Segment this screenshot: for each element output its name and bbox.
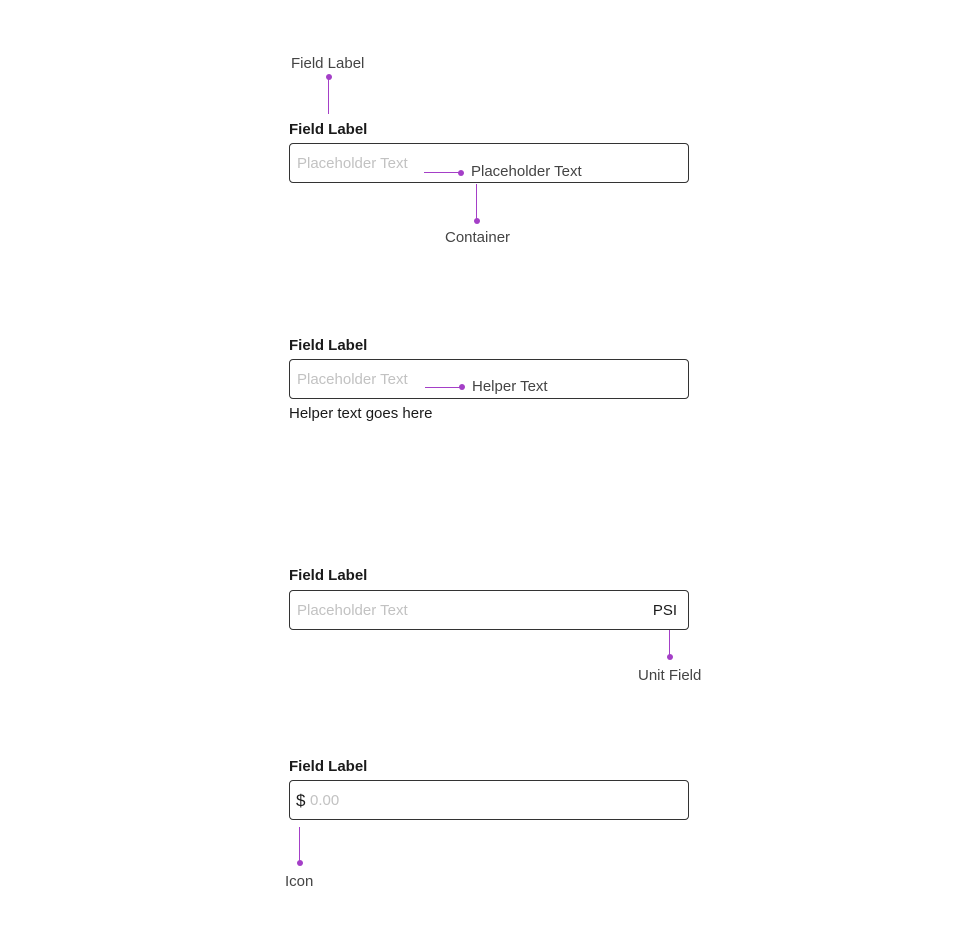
- callout-placeholder-dot: [458, 170, 464, 176]
- callout-container-text: Container: [445, 229, 511, 246]
- callout-field-label-dot: [326, 74, 332, 80]
- placeholder-text: Placeholder Text: [297, 602, 408, 619]
- callout-icon-line: [299, 827, 300, 863]
- callout-unit-text: Unit Field: [638, 667, 702, 684]
- callout-icon-text: Icon: [285, 873, 314, 890]
- placeholder-text: Placeholder Text: [297, 371, 408, 388]
- callout-placeholder-text: Placeholder Text: [471, 163, 582, 180]
- placeholder-text: Placeholder Text: [297, 155, 408, 172]
- field-label: Field Label: [289, 337, 368, 354]
- callout-container-dot: [474, 218, 480, 224]
- field-label: Field Label: [289, 758, 368, 775]
- callout-unit-line: [669, 630, 670, 657]
- callout-helper-text: Helper Text: [472, 378, 548, 395]
- text-field-container[interactable]: $ 0.00: [289, 780, 689, 820]
- field-label: Field Label: [289, 567, 368, 584]
- callout-helper-line: [425, 387, 462, 388]
- text-field-container[interactable]: Placeholder Text PSI: [289, 590, 689, 630]
- helper-text: Helper text goes here: [289, 405, 433, 422]
- callout-field-label-line: [328, 77, 329, 114]
- text-field-container[interactable]: Placeholder Text: [289, 359, 689, 399]
- callout-icon-dot: [297, 860, 303, 866]
- text-field-container[interactable]: Placeholder Text: [289, 143, 689, 183]
- placeholder-text: 0.00: [310, 792, 340, 809]
- callout-field-label-text: Field Label: [291, 55, 365, 72]
- callout-helper-dot: [459, 384, 465, 390]
- callout-placeholder-line: [424, 172, 461, 173]
- field-label: Field Label: [289, 121, 368, 138]
- unit-label: PSI: [652, 602, 677, 619]
- dollar-sign-icon: $: [296, 791, 306, 810]
- callout-container-line: [476, 184, 477, 221]
- callout-unit-dot: [667, 654, 673, 660]
